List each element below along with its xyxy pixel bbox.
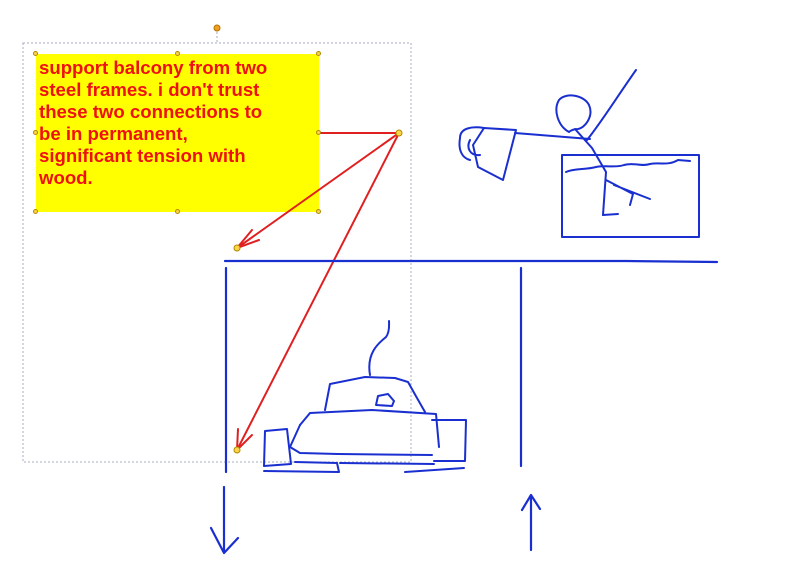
note-background [36, 54, 319, 212]
tub-water [565, 159, 691, 173]
person-feet [602, 213, 619, 216]
person-arm-out [514, 132, 591, 140]
person-arm-raised [586, 69, 637, 141]
bucket-splash [458, 126, 485, 161]
note-text[interactable]: support balcony from two steel frames. i… [39, 57, 268, 188]
arrow-line-lower-connection [236, 132, 400, 451]
arrow-line-upper-connection [236, 132, 400, 249]
car-bumper-back [263, 428, 292, 467]
resize-handle-right[interactable] [316, 130, 321, 135]
resize-handle-left[interactable] [33, 130, 38, 135]
car-bumper-front [431, 419, 467, 462]
resize-handle-top-left[interactable] [33, 51, 38, 56]
resize-handle-top-right[interactable] [316, 51, 321, 56]
car-body [289, 424, 433, 456]
frame-sketch [209, 259, 719, 555]
car-base [263, 461, 465, 473]
car-antenna [368, 320, 391, 376]
up-arrow [520, 493, 542, 552]
person-tub-sketch [458, 69, 700, 238]
bucket [472, 127, 517, 181]
arrow-tip-handle-upper[interactable] [233, 244, 241, 252]
selection-frame [22, 42, 412, 463]
person-leg [605, 179, 651, 206]
balcony-beam [223, 259, 719, 264]
resize-handle-bottom-left[interactable] [33, 209, 38, 214]
resize-handle-bottom-right[interactable] [316, 209, 321, 214]
resize-handle-top[interactable] [175, 51, 180, 56]
car-sketch [263, 320, 467, 473]
car-roof [324, 376, 426, 413]
arrow-endpoint-handle[interactable] [395, 129, 403, 137]
car-body-top [299, 409, 440, 448]
arrowhead-lower-connection [235, 428, 253, 453]
tub [561, 154, 700, 238]
arrow-tip-handle-lower[interactable] [233, 446, 241, 454]
person-head [555, 94, 592, 133]
resize-handle-bottom[interactable] [175, 209, 180, 214]
person-body [574, 128, 607, 216]
car-window [375, 393, 395, 407]
rotation-handle[interactable] [213, 24, 221, 32]
down-arrow [209, 485, 240, 555]
